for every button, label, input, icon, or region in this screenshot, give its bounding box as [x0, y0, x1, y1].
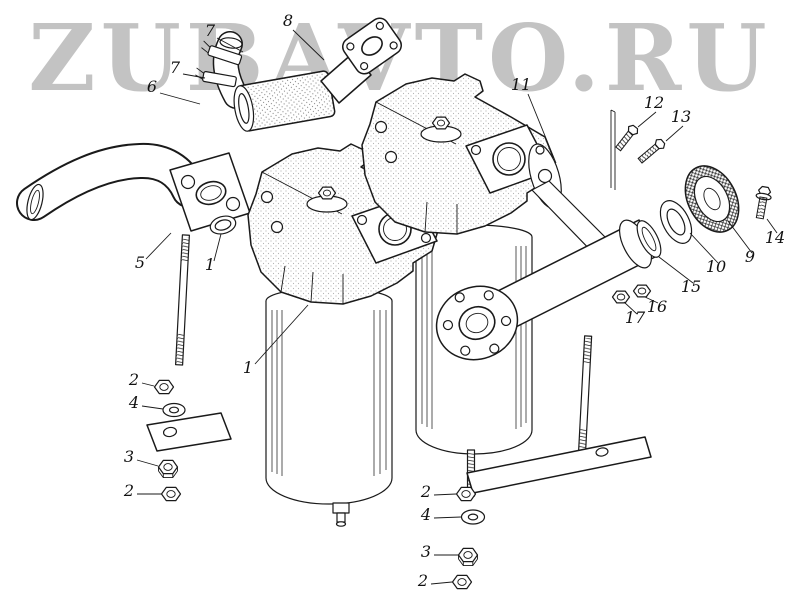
- left-stud: [175, 234, 190, 366]
- hose-clamp-upper: [201, 40, 243, 66]
- nut-2b: [160, 486, 182, 502]
- bottom-left-hardware: [146, 379, 232, 502]
- callout-1: 1: [243, 358, 253, 377]
- plate-right: [466, 436, 652, 494]
- callout-3: 3: [421, 542, 431, 561]
- callout-6: 6: [147, 77, 157, 96]
- pipe-flange-disc: [435, 285, 519, 361]
- leader-line-8: [292, 29, 325, 61]
- coupling-sleeve: [233, 70, 336, 132]
- leader-line-6: [159, 92, 201, 105]
- leader-line-14: [766, 218, 778, 234]
- drain-plug: [332, 502, 350, 527]
- callout-2: 2: [417, 571, 428, 590]
- bolt-12: [615, 124, 639, 152]
- nut-17: [611, 290, 631, 304]
- leader-line-4: [141, 405, 164, 410]
- leader-line-2: [430, 581, 453, 585]
- head-top-bolt: [431, 116, 451, 130]
- hose-clamp-lower: [195, 67, 237, 88]
- bolt-13: [637, 138, 666, 164]
- nut-3a: [157, 459, 179, 479]
- callout-8: 8: [283, 11, 293, 30]
- washer-4b: [460, 509, 486, 525]
- bolt-14: [755, 185, 772, 220]
- callout-13: 13: [671, 107, 691, 126]
- nut-2a: [153, 379, 175, 395]
- hose-open-end: [219, 37, 243, 49]
- nut-16: [632, 284, 652, 298]
- washer-4a: [162, 402, 186, 418]
- leader-line-5: [145, 232, 172, 260]
- callout-11: 11: [511, 75, 531, 94]
- left-filter-canister: [265, 287, 393, 527]
- callout-17: 17: [625, 308, 646, 327]
- mounting-strap: [610, 109, 616, 190]
- inlet-pipe: [16, 142, 207, 221]
- callout-10: 10: [706, 257, 726, 276]
- right-filter-head: [361, 73, 562, 235]
- pipe-end: [636, 220, 662, 258]
- head-flange: [465, 124, 552, 194]
- callout-16: 16: [647, 297, 667, 316]
- callout-2: 2: [123, 481, 134, 500]
- bottom-right-hardware: [451, 436, 652, 590]
- plate-left: [146, 412, 232, 452]
- leader-line-2: [433, 493, 457, 496]
- leader-line-1: [254, 304, 309, 365]
- nut-2d: [451, 574, 473, 590]
- leader-lines: [136, 29, 778, 585]
- leader-line-13: [665, 125, 684, 142]
- callout-9: 9: [745, 247, 755, 266]
- inlet-flange: [169, 152, 251, 232]
- callout-5: 5: [135, 253, 145, 272]
- callout-4: 4: [420, 505, 431, 524]
- leader-line-7: [216, 37, 244, 53]
- callout-14: 14: [765, 228, 785, 247]
- leader-line-11: [527, 93, 557, 164]
- outlet-flange: [342, 17, 402, 75]
- nut-2c: [455, 486, 477, 502]
- drain-pipe: [435, 219, 662, 361]
- leader-line-16: [644, 296, 659, 304]
- leader-line-1: [213, 233, 222, 262]
- callout-12: 12: [644, 93, 664, 112]
- callout-2: 2: [128, 370, 139, 389]
- cover-cap: [684, 165, 740, 233]
- leader-line-12: [637, 111, 657, 128]
- callout-7: 7: [205, 21, 216, 40]
- leader-line-9: [727, 220, 753, 254]
- callout-1: 1: [205, 255, 215, 274]
- leader-line-4: [433, 516, 462, 519]
- leader-line-15: [658, 256, 694, 284]
- leader-line-2: [141, 382, 155, 387]
- leader-line-10: [689, 232, 719, 264]
- right-stud: [577, 335, 593, 459]
- leader-line-17: [623, 301, 638, 315]
- head-top-bolt: [317, 186, 337, 200]
- nut-3b: [457, 547, 479, 567]
- callout-3: 3: [124, 447, 134, 466]
- elbow-hose: [195, 31, 249, 109]
- callout-4: 4: [128, 393, 139, 412]
- seal-ring: [659, 200, 693, 244]
- callout-2: 2: [420, 482, 431, 501]
- callout-7: 7: [170, 58, 181, 77]
- callout-15: 15: [681, 277, 701, 296]
- gasket-ring: [209, 215, 237, 235]
- leader-line-3: [136, 459, 159, 467]
- leader-line-7: [182, 73, 206, 79]
